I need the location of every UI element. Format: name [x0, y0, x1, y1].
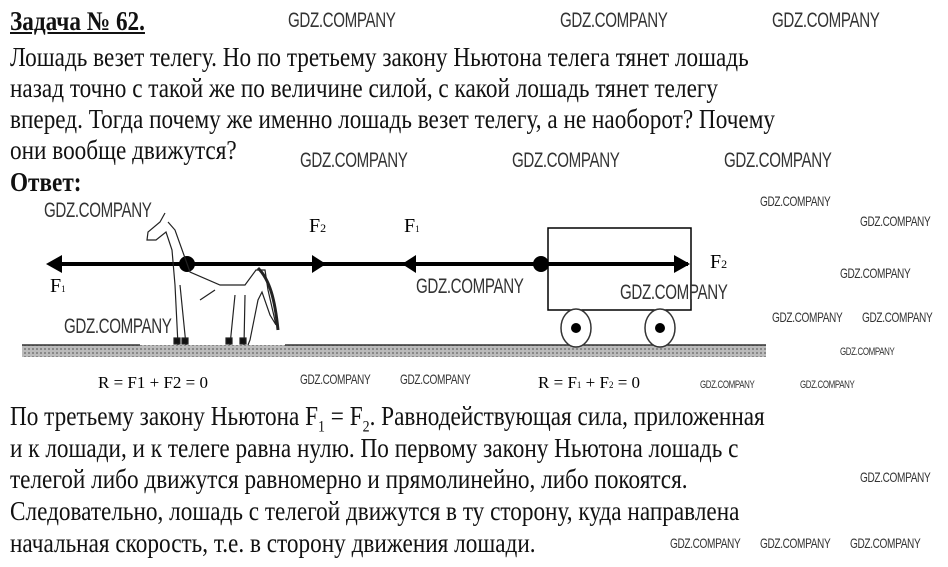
watermark: GDZ.COMPANY [300, 149, 408, 172]
cart-point [533, 256, 549, 272]
question-line: Лошадь везет телегу. Но по третьему зако… [10, 42, 749, 72]
question-line: вперед. Тогда почему же именно лошадь ве… [10, 104, 776, 134]
equation-horse: R = F1 + F2 = 0 [98, 373, 208, 392]
watermark: GDZ.COMPANY [560, 9, 668, 32]
watermark: GDZ.COMPANY [840, 265, 911, 281]
watermark: GDZ.COMPANY [300, 371, 371, 387]
answer-heading: Ответ: [10, 167, 82, 197]
arrow-f1-horse [46, 255, 62, 273]
answer-line: телегой либо движутся равномерно и прямо… [10, 464, 688, 494]
watermark: GDZ.COMPANY [862, 309, 933, 325]
answer-line: начальная скорость, т.е. в сторону движе… [10, 528, 536, 558]
watermark: GDZ.COMPANY [772, 309, 843, 325]
watermark: GDZ.COMPANY [400, 371, 471, 387]
watermark: GDZ.COMPANY [44, 199, 152, 222]
label-f1-cart: F1 [404, 215, 420, 237]
cart-wheel [560, 308, 592, 348]
watermark: GDZ.COMPANY [700, 379, 755, 391]
watermark: GDZ.COMPANY [760, 535, 831, 551]
ground [22, 345, 766, 357]
arrow-f2-horse [312, 255, 326, 273]
equation-cart: R = F1 + F2 = 0 [538, 373, 640, 392]
answer-line: и к лошади, и к телеге равна нулю. По пе… [10, 433, 739, 463]
label-f1-horse: F1 [50, 275, 66, 297]
watermark: GDZ.COMPANY [772, 9, 880, 32]
watermark: GDZ.COMPANY [416, 275, 524, 298]
watermark: GDZ.COMPANY [620, 281, 728, 304]
watermark: GDZ.COMPANY [840, 346, 895, 358]
watermark: GDZ.COMPANY [860, 213, 931, 229]
horse-drawing [146, 212, 280, 346]
arrow-f2-cart [674, 255, 690, 273]
watermark: GDZ.COMPANY [288, 9, 396, 32]
watermark: GDZ.COMPANY [800, 379, 855, 391]
cart-body [547, 227, 692, 311]
label-f2-cart: F2 [710, 251, 727, 273]
question-line: они вообще движутся? [10, 135, 237, 165]
task-title: Задача № 62. [10, 6, 145, 36]
watermark: GDZ.COMPANY [64, 315, 172, 338]
answer-line: Следовательно, лошадь с телегой движутся… [10, 496, 740, 526]
cart-wheel [644, 308, 676, 348]
watermark: GDZ.COMPANY [850, 535, 921, 551]
arrow-f1-cart [402, 255, 416, 273]
watermark: GDZ.COMPANY [512, 149, 620, 172]
watermark: GDZ.COMPANY [724, 149, 832, 172]
watermark: GDZ.COMPANY [860, 469, 931, 485]
answer-line: По третьему закону Ньютона F1 = F2. Равн… [10, 401, 765, 436]
label-f2-horse: F2 [309, 215, 326, 237]
svg-text:R = F1 + F2 = 0: R = F1 + F2 = 0 [538, 373, 640, 392]
watermark: GDZ.COMPANY [670, 535, 741, 551]
watermark: GDZ.COMPANY [760, 193, 831, 209]
question-line: назад точно с такой же по величине силой… [10, 73, 719, 103]
